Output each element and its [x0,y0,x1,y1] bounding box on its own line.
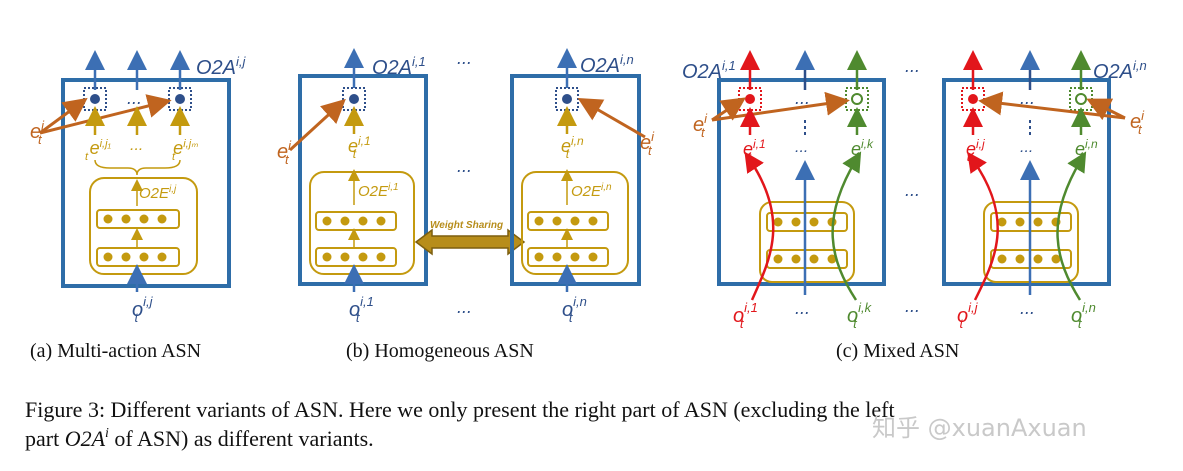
panel-b-right-frame [510,74,641,286]
flow-curve-green [1056,151,1087,301]
watermark: 知乎 @xuanAxuan [872,414,1087,442]
weight-sharing-arrow [414,228,526,256]
ellipsis: ... [457,297,472,317]
o2a-label-c1: O2Ai,1 [682,58,736,83]
flow-curve-green [831,151,862,301]
ellipsis: ... [457,48,472,68]
output-node-green [1069,87,1093,111]
panel-a-frame [61,78,231,288]
layer [766,212,848,232]
ellipsis: ... [795,139,808,156]
event-arrow [39,97,88,135]
o2e-label: O2Ei,j [139,184,177,202]
output-node-dot [349,94,359,104]
ellipsis: ... [795,298,810,318]
figure-caption-line2: part O2Ai of ASN) as different variants. [25,426,374,451]
output-node-dot [562,94,572,104]
subcaption-a: (a) Multi-action ASN [30,340,201,362]
subcaption-b: (b) Homogeneous ASN [346,340,534,362]
ellipsis: ... [127,88,142,108]
o2a-label-bn: O2Ai,n [580,52,634,77]
weight-sharing-label: Weight Sharing [430,220,503,231]
panel-b-left-frame [298,74,428,286]
o2e-label: O2Ei,n [571,182,612,200]
event-arrow [978,91,1126,120]
output-node-dot [175,94,185,104]
ellipsis: ... [1020,88,1035,108]
flow-curve-red [967,151,999,301]
ellipsis: ... [905,180,920,200]
ellipsis: ... [905,56,920,76]
flow-curve-red [744,151,775,301]
ellipsis: ... [1020,298,1035,318]
panel-c-left-frame [717,78,886,286]
event-arrow [288,98,346,152]
o2a-label-b1: O2Ai,1 [372,54,426,79]
ellipsis: ... [130,137,143,154]
output-node-dot [90,94,100,104]
ellipsis: ... [1020,139,1033,156]
event-arrow [1086,98,1126,121]
output-node-green [845,87,869,111]
o2e-block [759,201,855,283]
o2a-label-a: O2Ai,j [196,54,247,79]
o2e-label: O2Ei,1 [358,182,399,200]
panel-c-right-frame [942,78,1111,286]
layer [766,249,848,269]
o2a-label-cn: O2Ai,n [1093,58,1147,83]
subcaption-c: (c) Mixed ASN [836,340,959,362]
ellipsis: ... [905,296,920,316]
ellipsis: ... [457,156,472,176]
ellipsis: ... [795,88,810,108]
brace [94,159,181,176]
figure-caption-line1: Figure 3: Different variants of ASN. Her… [25,397,895,422]
event-arrow [711,91,850,122]
event-arrow [711,97,746,122]
event-arrow [577,97,646,139]
